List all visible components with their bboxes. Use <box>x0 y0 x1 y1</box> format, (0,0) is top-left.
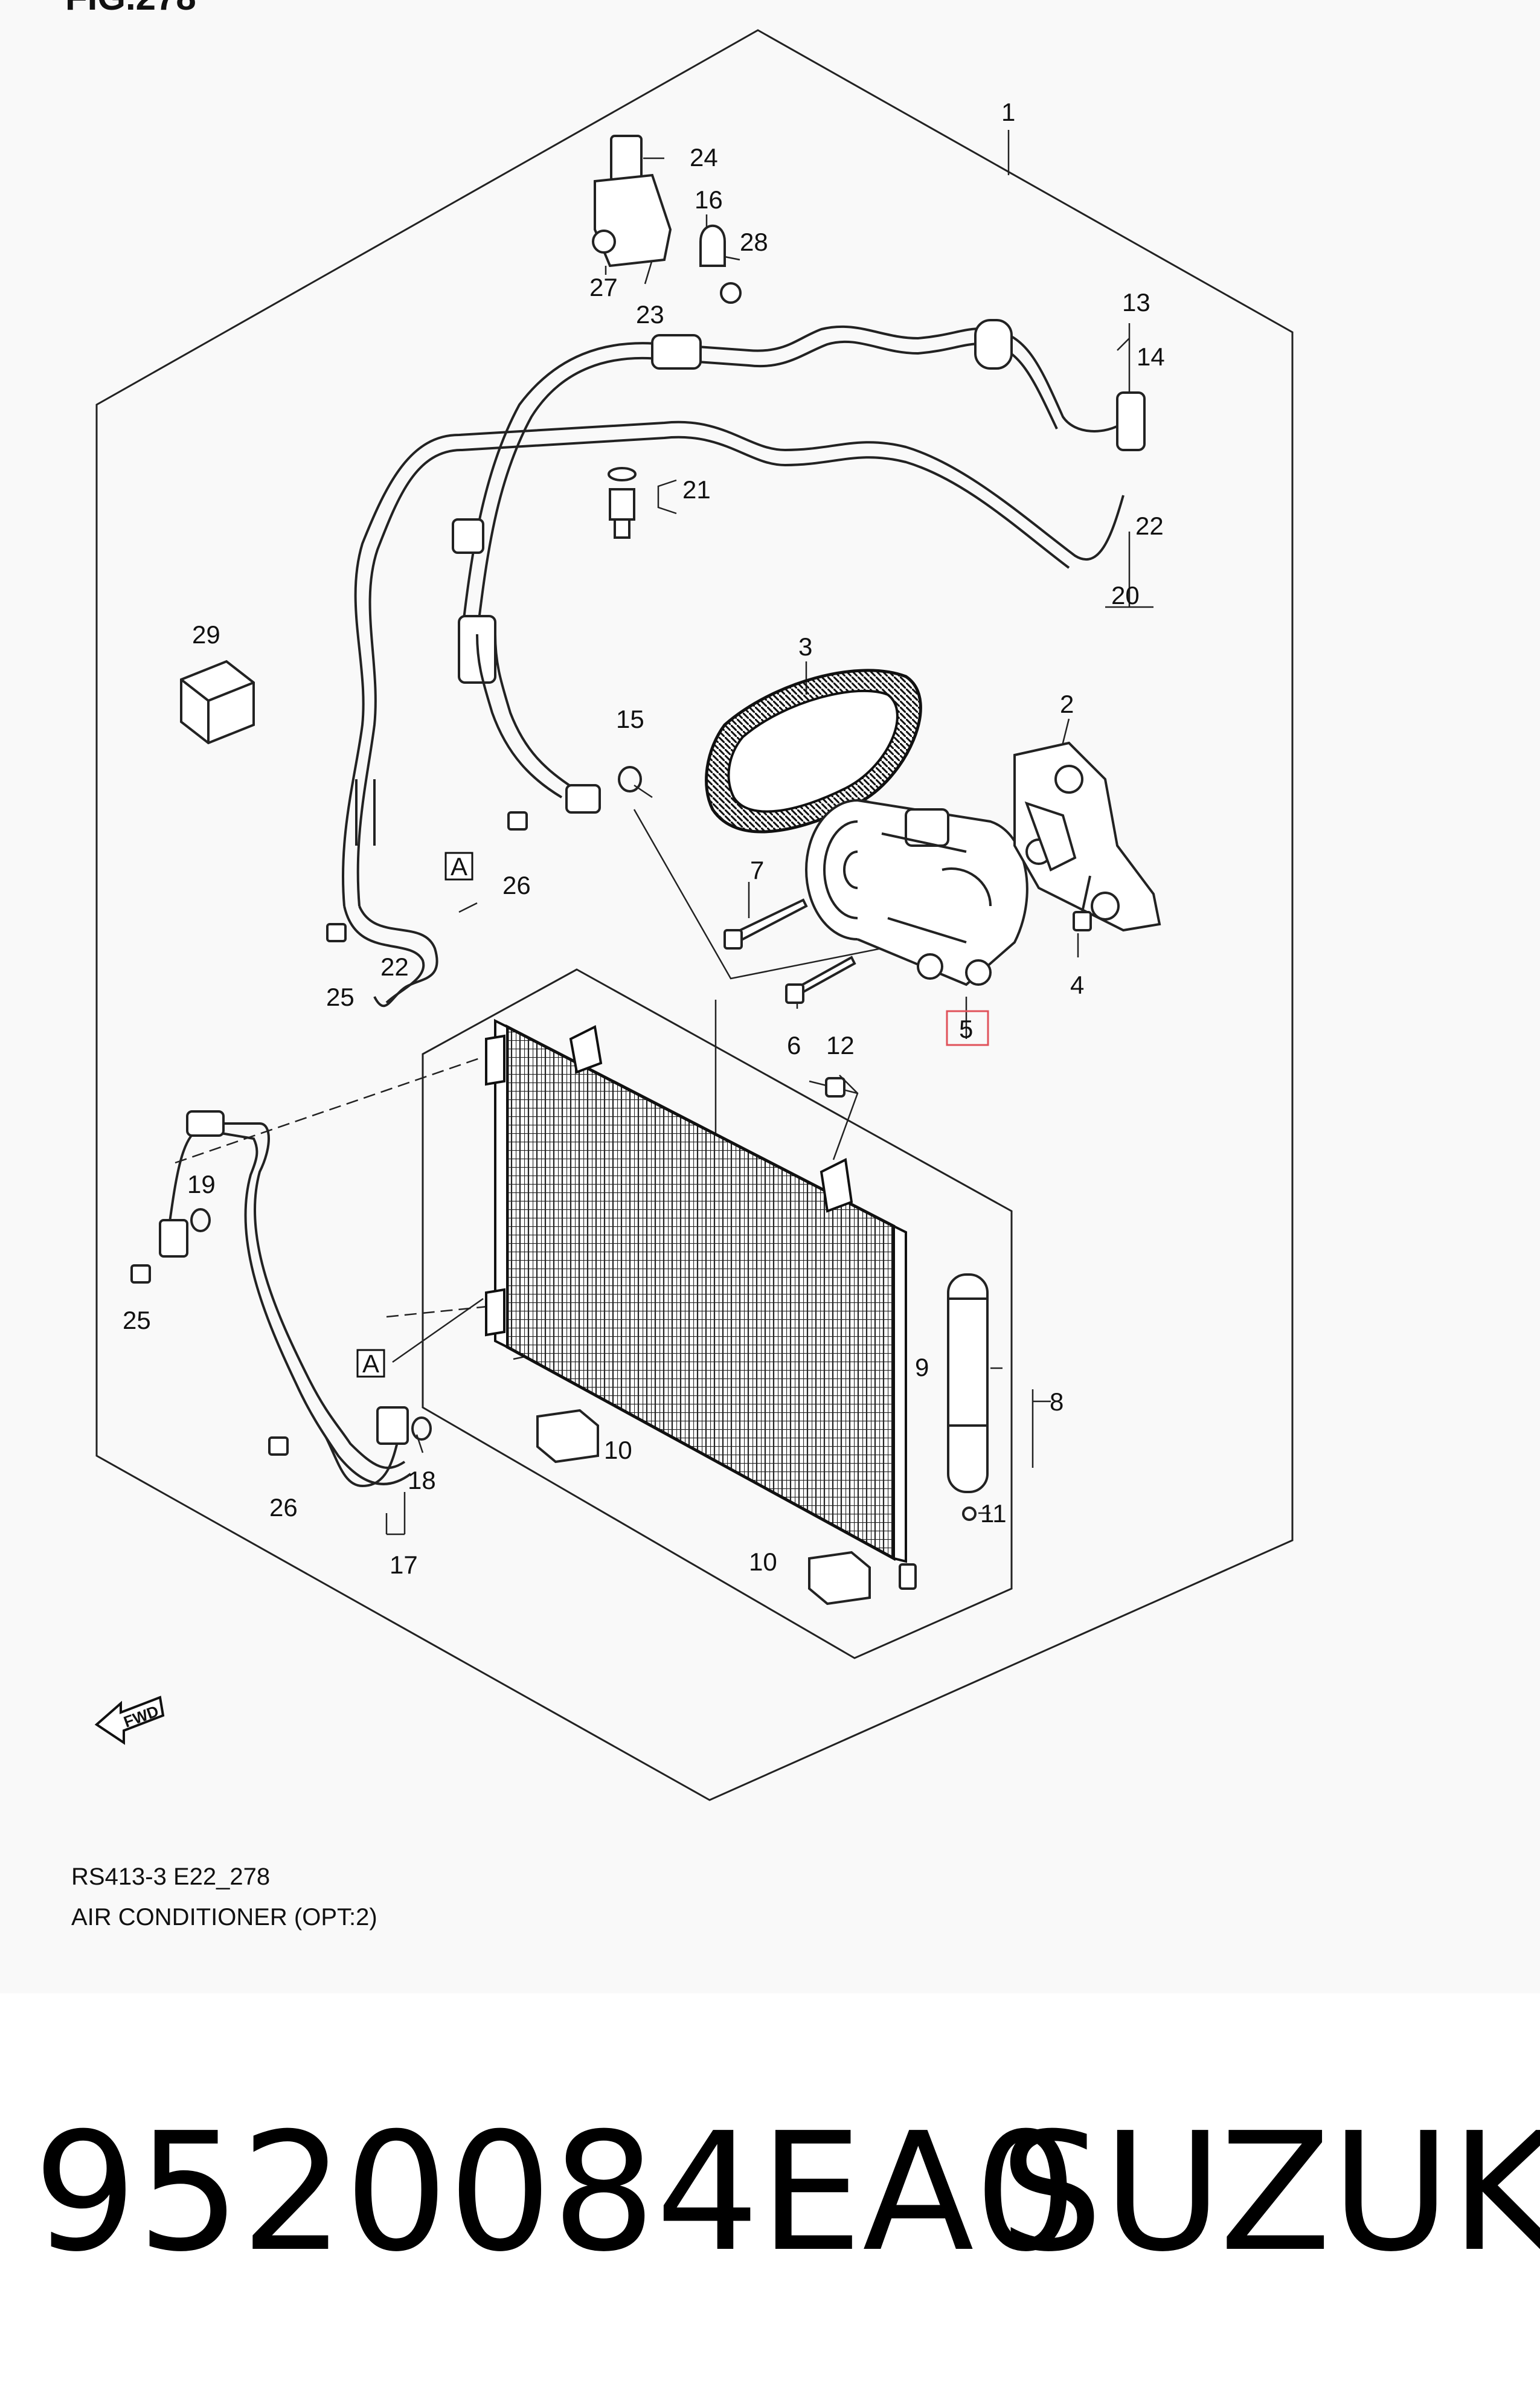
callout-10-lower: 10 <box>749 1548 777 1576</box>
callout-21: 21 <box>682 475 711 504</box>
callout-11: 11 <box>980 1499 1007 1528</box>
diagram-drawing: FIG.278 <box>65 0 1294 1801</box>
compressor-bracket <box>1013 741 1161 932</box>
callout-14: 14 <box>1137 342 1165 371</box>
figure-title: FIG.278 <box>65 0 196 18</box>
callout-22-upper: 22 <box>1135 512 1164 540</box>
assembly-boundary <box>95 29 1294 1801</box>
highlighted-part-box <box>946 1010 989 1046</box>
forward-arrow-icon: FWD <box>94 1696 165 1745</box>
callout-18: 18 <box>408 1466 436 1494</box>
condenser-subassembly-boundary <box>422 968 1013 1659</box>
callout-23: 23 <box>636 300 664 329</box>
callout-25-lower: 25 <box>123 1306 151 1334</box>
part-banner <box>0 1993 1540 2392</box>
callout-27: 27 <box>589 273 618 301</box>
callout-9: 9 <box>915 1353 929 1381</box>
callout-7: 7 <box>750 856 764 884</box>
callout-labels: 1 2 3 4 5 6 7 8 9 10 10 11 12 13 14 15 1… <box>123 98 1165 1579</box>
svg-text:A: A <box>451 852 467 881</box>
callout-26-lower: 26 <box>269 1493 298 1522</box>
brand-name: SUZUKI <box>999 2097 1540 2288</box>
callout-10-upper: 10 <box>604 1436 632 1464</box>
callout-1: 1 <box>1001 98 1015 126</box>
relay <box>180 660 255 745</box>
figure-name: AIR CONDITIONER (OPT:2) <box>71 1904 377 1931</box>
callout-6: 6 <box>787 1031 801 1059</box>
callout-22-lower: 22 <box>380 953 409 981</box>
drive-belt <box>705 669 922 834</box>
callout-24: 24 <box>690 143 718 172</box>
ac-compressor <box>805 799 1028 986</box>
callout-4: 4 <box>1070 971 1084 999</box>
callout-13: 13 <box>1122 288 1150 317</box>
callout-26-upper: 26 <box>502 871 531 899</box>
callout-28: 28 <box>740 228 768 256</box>
callout-16: 16 <box>695 185 723 214</box>
callout-5: 5 <box>959 1015 973 1043</box>
callout-3: 3 <box>798 632 812 661</box>
reference-marker-a-2: A <box>356 1349 385 1378</box>
svg-text:FWD: FWD <box>121 1702 161 1731</box>
callout-25-upper: 25 <box>326 983 355 1011</box>
callout-15: 15 <box>616 705 644 733</box>
figure-code: RS413-3 E22_278 <box>71 1863 271 1890</box>
condenser <box>485 1018 907 1563</box>
receiver-dryer <box>947 1273 989 1521</box>
callout-17: 17 <box>390 1551 418 1579</box>
reference-marker-a-1: A <box>444 852 473 881</box>
callout-29: 29 <box>192 620 220 649</box>
callout-19: 19 <box>187 1170 216 1198</box>
part-number: 9520084EA0 <box>33 2097 1078 2288</box>
callout-8: 8 <box>1050 1387 1064 1416</box>
exploded-parts-diagram: FIG.278 <box>65 0 1294 1931</box>
callout-12: 12 <box>826 1031 855 1059</box>
callout-20: 20 <box>1111 581 1140 609</box>
svg-text:A: A <box>362 1349 379 1378</box>
callout-2: 2 <box>1060 690 1074 718</box>
